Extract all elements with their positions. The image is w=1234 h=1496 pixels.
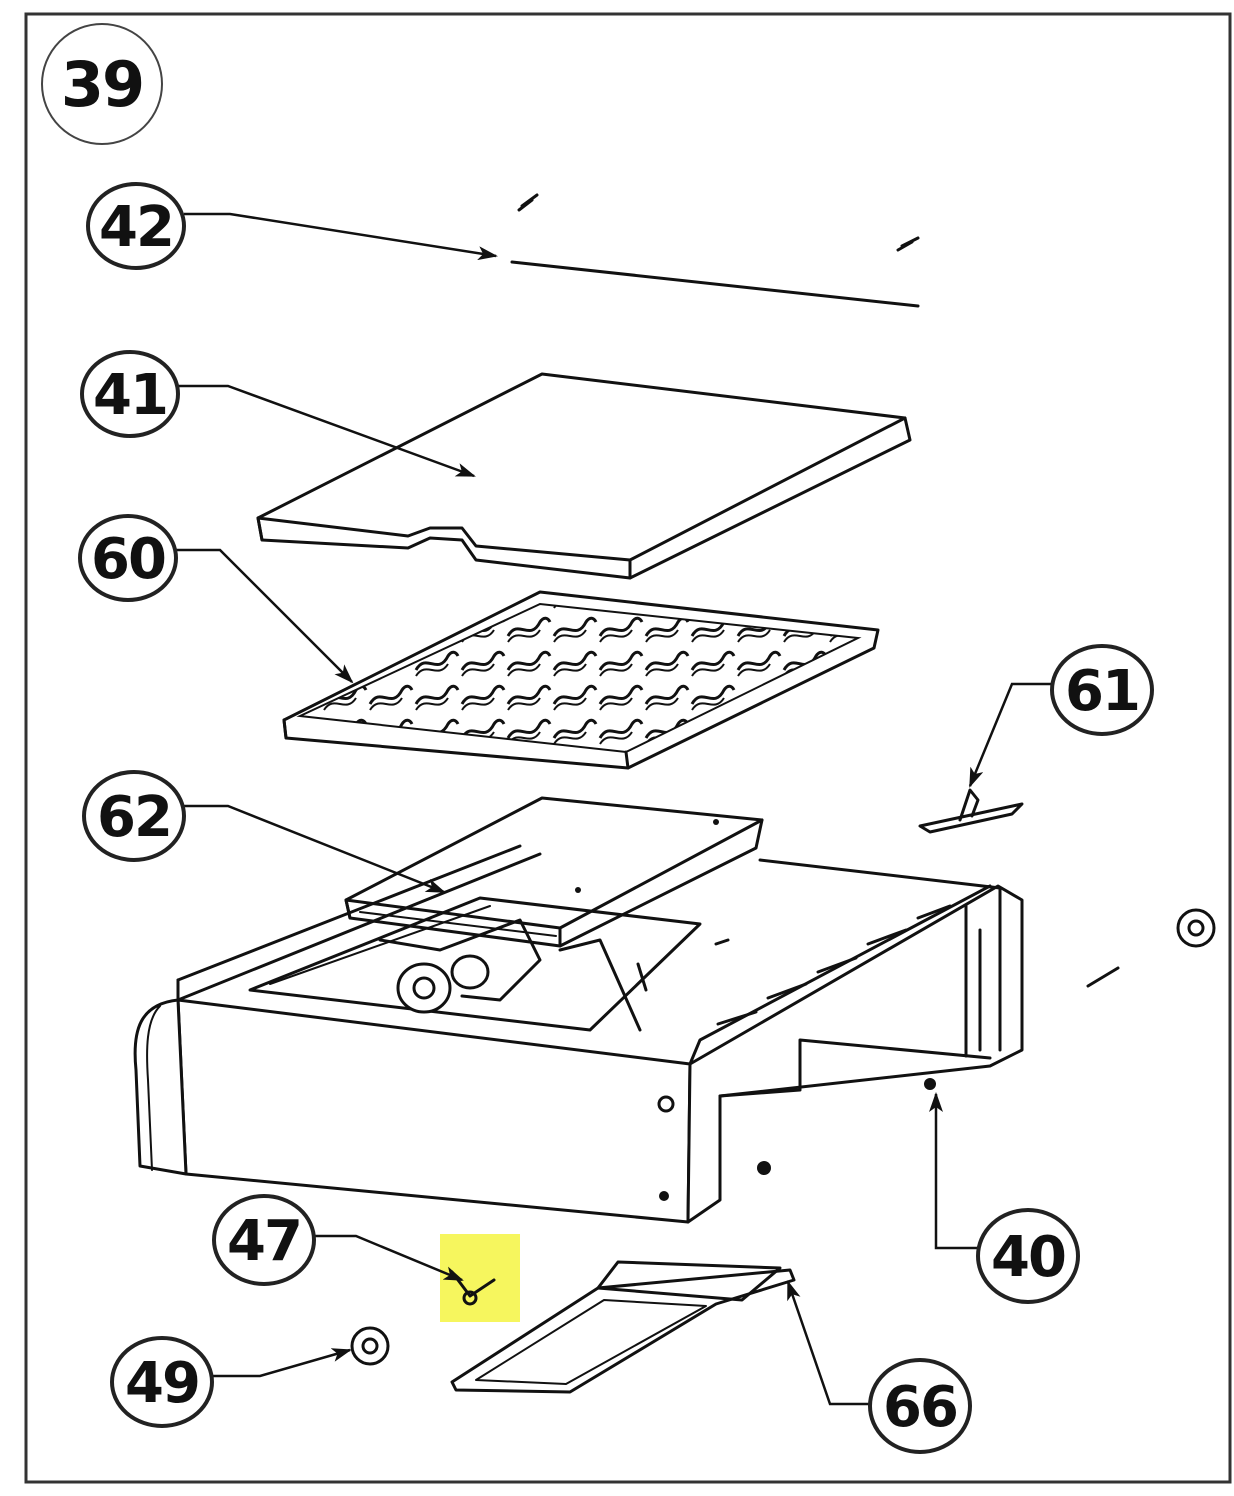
callout-49: 49: [110, 1336, 214, 1428]
callout-41: 41: [80, 350, 180, 438]
part-61-clip: [918, 788, 1024, 834]
leader-lines: [176, 212, 1052, 1406]
diagram-frame: [24, 12, 1232, 1484]
callout-66: 66: [868, 1358, 972, 1454]
callout-61: 61: [1050, 644, 1154, 736]
highlight-box: [440, 1234, 520, 1322]
callout-40-label: 40: [991, 1225, 1065, 1290]
callout-61-label: 61: [1065, 659, 1139, 724]
callout-42: 42: [86, 182, 186, 270]
callout-47-label: 47: [227, 1209, 301, 1274]
figure-number: 39: [61, 48, 143, 121]
loose-fasteners: [757, 908, 1216, 1175]
callout-60: 60: [78, 514, 178, 602]
callout-66-label: 66: [883, 1375, 957, 1440]
part-41-cover-plate: [256, 372, 912, 580]
figure-number-badge: 39: [41, 23, 163, 145]
callout-49-label: 49: [125, 1351, 199, 1416]
callout-40: 40: [976, 1208, 1080, 1304]
callout-47: 47: [212, 1194, 316, 1286]
part-42-rod: [510, 193, 920, 308]
callout-42-label: 42: [99, 195, 173, 260]
firebox-body: [133, 844, 1024, 1224]
callout-41-label: 41: [93, 363, 167, 428]
part-49-nut: [350, 1326, 390, 1366]
callout-60-label: 60: [91, 527, 165, 592]
callout-62: 62: [82, 770, 186, 862]
callout-62-label: 62: [97, 785, 171, 850]
part-66-drip-tray: [450, 1260, 796, 1394]
part-60-cooking-grate: [282, 590, 880, 770]
